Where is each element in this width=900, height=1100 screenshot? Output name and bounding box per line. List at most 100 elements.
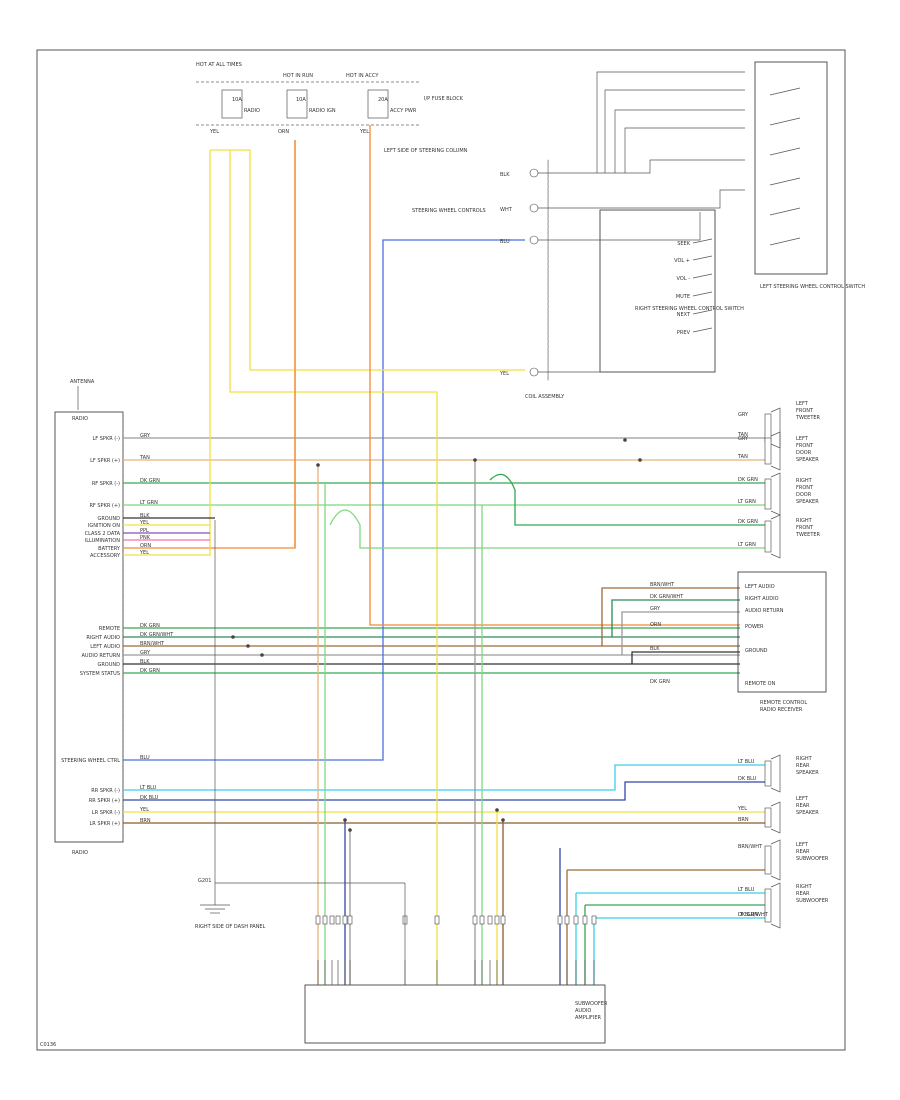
remote-pin-label: REMOTE ON (745, 681, 776, 687)
speaker-connector (764, 760, 772, 787)
speaker-connector (764, 845, 772, 875)
speaker-icon (770, 514, 781, 559)
radio-pin-wire: YEL (139, 807, 149, 813)
splice-dot (501, 818, 505, 822)
wire-segment (631, 651, 740, 664)
remote-pin-label: GROUND (745, 648, 768, 654)
wire-segment (611, 599, 740, 637)
radio-pin-label: GROUND (97, 516, 120, 522)
radio-pin-label: LR SPKR (+) (90, 821, 121, 827)
wire-segment (229, 150, 438, 985)
speaker-label: TWEETER (795, 415, 821, 421)
speaker-group: LEFTFRONTTWEETERGRYTANLEFTFRONTDOORSPEAK… (737, 401, 829, 929)
wire-segment (123, 239, 525, 761)
steering-item-label: MUTE (676, 294, 690, 300)
splice-dot (638, 458, 642, 462)
amp-connector-pin (494, 915, 500, 925)
left-switch-contact (769, 87, 801, 96)
steering-item-contact (692, 255, 713, 261)
left-switch-label: LEFT STEERING WHEEL CONTROL SWITCH (760, 284, 865, 290)
remote-pin-wire: DK GRN (650, 679, 670, 685)
ground-id: G201 (198, 878, 211, 884)
speaker-wire: GRY (738, 436, 749, 442)
speaker-label: RIGHT (796, 756, 813, 762)
speaker-wire: LT BLU (738, 887, 755, 893)
radio-pin-label: CLASS 2 DATA (85, 531, 121, 537)
wire-harness (123, 125, 765, 985)
radio-pin-wire: DK GRN (140, 623, 160, 629)
steering-item-contact (692, 273, 713, 279)
radio-pin-wire: BLU (140, 755, 150, 761)
steering-controls: LEFT SIDE OF STEERING COLUMN RIGHT STEER… (384, 61, 865, 400)
radio-pin-label: AUDIO RETURN (82, 653, 121, 659)
speaker-wire: TAN (737, 432, 748, 438)
footer-code: C0136 (40, 1042, 56, 1048)
speaker-wire: LT BLU (738, 759, 755, 765)
chassis-ground: G201 RIGHT SIDE OF DASH PANEL (195, 520, 406, 985)
fuse-wire-1: YEL (209, 129, 219, 135)
speaker-label: RIGHT (796, 478, 813, 484)
speaker-label: RIGHT (796, 884, 813, 890)
remote-title: REMOTE CONTROL (760, 700, 807, 706)
diagram-frame (36, 49, 846, 1051)
fuse-radio: 10A RADIO (221, 89, 260, 119)
speaker-label: FRONT (796, 443, 814, 449)
wire-segment (489, 473, 765, 526)
amp-title-2: AUDIO (575, 1008, 591, 1014)
amp-connector-pin (329, 915, 335, 925)
radio-pin-label: RF SPKR (-) (92, 481, 120, 487)
ground-label: RIGHT SIDE OF DASH PANEL (195, 924, 266, 930)
steering-item-label: VOL - (677, 276, 691, 282)
radio-pin-label: LEFT AUDIO (90, 644, 120, 650)
wire-segment (123, 764, 765, 791)
splice-dot (246, 644, 250, 648)
amp-connector-pin (487, 915, 493, 925)
radio-pin-wire: BRN/WHT (140, 641, 165, 647)
radio-pin-wire: BRN (140, 818, 151, 824)
radio-pin-wire: DK GRN (140, 668, 160, 674)
speaker-label: FRONT (796, 485, 814, 491)
speaker-connector (764, 888, 772, 923)
fuse-wire-2: ORN (278, 129, 289, 135)
amp-connector-pin (479, 915, 485, 925)
radio-pin-label: ILLUMINATION (85, 538, 120, 544)
radio-pin-wire: DK BLU (140, 795, 159, 801)
radio-pin-wire: YEL (139, 520, 149, 526)
radio-pin-wire: DK GRN (140, 478, 160, 484)
splice-dot (316, 463, 320, 467)
splice-dot (231, 635, 235, 639)
remote-pin-label: RIGHT AUDIO (745, 596, 779, 602)
fuse-title-2: HOT IN RUN (283, 73, 313, 79)
subwoofer-amplifier: SUBWOOFER AUDIO AMPLIFIER (304, 915, 608, 1044)
radio-pin-label: BATTERY (98, 546, 121, 552)
right-switch-label: RIGHT STEERING WHEEL CONTROL SWITCH (635, 306, 744, 312)
fuse-amps: 20A (378, 97, 388, 103)
radio-pin-wire: GRY (140, 650, 151, 656)
radio-pin-wire: GRY (140, 433, 151, 439)
speaker-label: SPEAKER (796, 810, 819, 816)
steering-item-label: SEEK (677, 241, 690, 247)
amp-connector-pin (564, 915, 570, 925)
radio-pin-label: ACCESSORY (90, 553, 121, 559)
remote-pin-wire: DK GRN/WHT (650, 594, 684, 600)
amp-connector-pin (472, 915, 478, 925)
speaker-wire: LT GRN (738, 542, 756, 548)
amp-title: SUBWOOFER (575, 1001, 608, 1007)
speaker-label: SPEAKER (796, 457, 819, 463)
right-switch-box (599, 209, 716, 373)
fuse-accy: 20A ACCY PWR (367, 89, 417, 119)
speaker-wire: YEL (737, 806, 747, 812)
speaker-label: REAR (796, 803, 810, 809)
left-switch-contact (769, 237, 801, 246)
remote-box (737, 571, 827, 693)
splice-dot (343, 818, 347, 822)
radio-pin-label: RIGHT AUDIO (86, 635, 120, 641)
fuse-name: RADIO (244, 108, 260, 114)
speaker-wire: TAN (737, 454, 748, 460)
radio-bottom-label: RADIO (72, 850, 88, 856)
splice-dot (495, 808, 499, 812)
speaker-icon (770, 801, 781, 834)
